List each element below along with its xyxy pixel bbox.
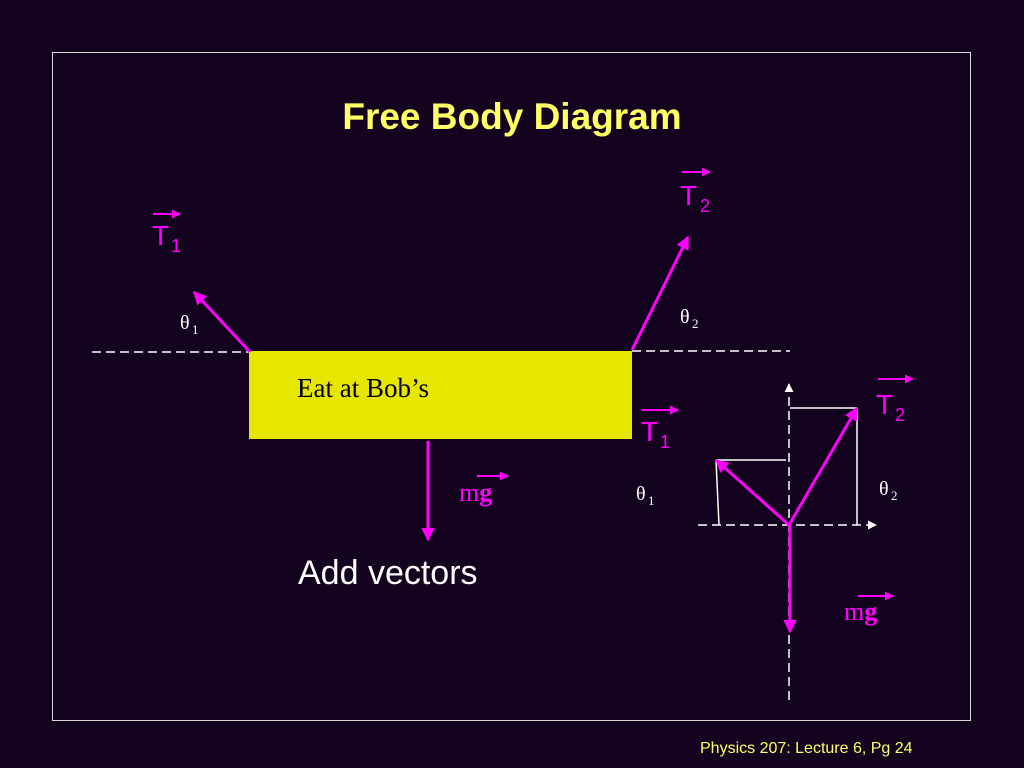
add-vectors-note: Add vectors	[298, 554, 478, 592]
svg-text:2: 2	[700, 196, 710, 216]
svg-text:2: 2	[895, 405, 905, 425]
svg-text:1: 1	[192, 322, 199, 337]
svg-text:θ: θ	[680, 306, 690, 328]
theta-1-label: θ 1	[180, 312, 199, 337]
svg-text:1: 1	[660, 432, 670, 452]
tension-2-label: T 2	[680, 167, 711, 216]
sum-tension-1-vector	[714, 458, 790, 527]
svg-text:θ: θ	[879, 478, 889, 500]
svg-text:T: T	[152, 220, 169, 251]
svg-text:mg: mg	[459, 478, 492, 507]
sum-theta-1-label: θ 1	[636, 483, 655, 508]
sum-weight-label: mg	[844, 591, 894, 626]
svg-text:T: T	[876, 389, 893, 420]
sign-block: Eat at Bob’s	[249, 351, 632, 439]
sum-tension-2-label: T 2	[876, 374, 914, 425]
svg-text:θ: θ	[180, 312, 190, 334]
slide-title: Free Body Diagram	[342, 96, 682, 137]
svg-text:T: T	[680, 180, 697, 211]
tension-2-vector	[630, 235, 690, 351]
t1-vertical-component	[715, 459, 720, 526]
tension-1-label: T 1	[152, 209, 181, 256]
theta-2-label: θ 2	[680, 306, 699, 331]
sum-tension-1-label: T 1	[641, 405, 679, 452]
svg-text:1: 1	[171, 236, 181, 256]
svg-text:1: 1	[648, 493, 655, 508]
sum-tension-2-vector	[787, 406, 859, 526]
slide-footer: Physics 207: Lecture 6, Pg 24	[700, 740, 913, 757]
slide-frame	[52, 52, 971, 721]
svg-text:θ: θ	[636, 483, 646, 505]
svg-text:2: 2	[692, 316, 699, 331]
svg-text:mg: mg	[844, 597, 877, 626]
tension-1-vector	[192, 290, 252, 354]
svg-text:2: 2	[891, 488, 898, 503]
weight-label: mg	[459, 471, 509, 507]
sign-text: Eat at Bob’s	[297, 373, 429, 403]
svg-text:T: T	[641, 416, 658, 447]
sum-theta-2-label: θ 2	[879, 478, 898, 503]
